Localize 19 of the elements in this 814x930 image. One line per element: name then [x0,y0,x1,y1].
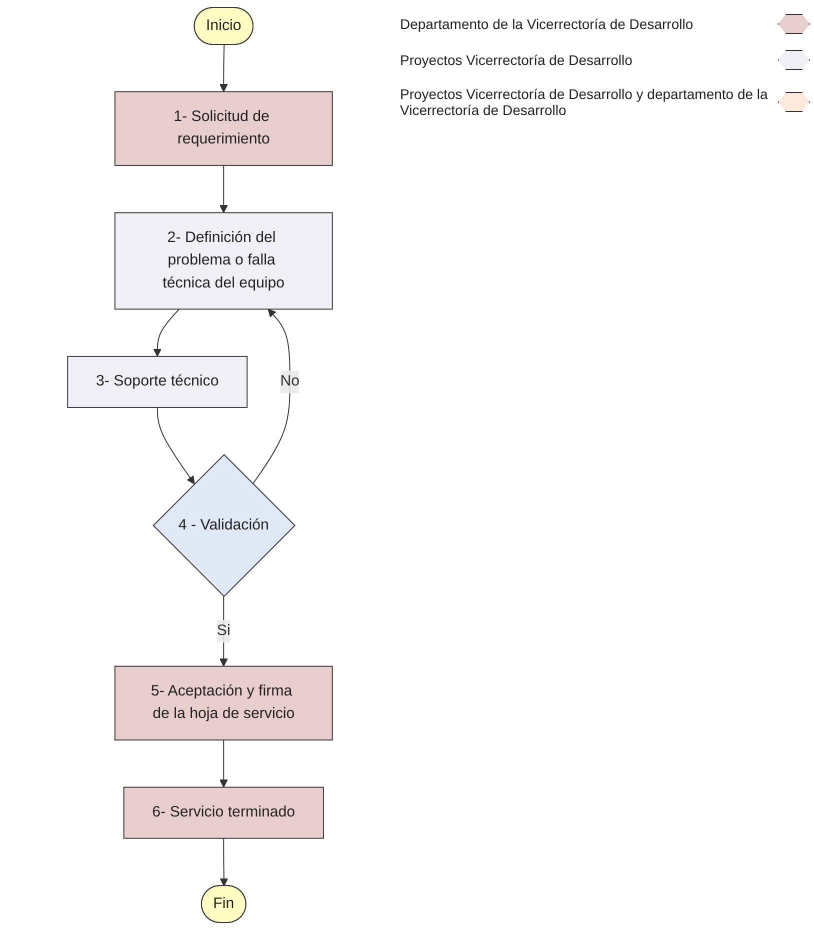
arrow [219,596,228,667]
legend-text: Proyectos Vicerrectoría de Desarrollo y departamento de la Vicerrectoría de Desarrollo [400,86,769,118]
node-box: 2- Definición del problema o falla técnica del equipo [114,212,333,310]
node-diamond: 4 - Validación [152,454,296,597]
arrow [219,164,228,214]
edge-label: No [280,373,300,390]
arrow [153,308,180,357]
arrow [219,740,228,788]
arrow [252,308,290,484]
arrow [219,44,228,92]
node-box: 1- Solicitud de requerimiento [114,91,333,166]
edge-label: Si [216,622,230,639]
node-box: 6- Servicio terminado [123,786,324,839]
legend-text: Proyectos Vicerrectoría de Desarrollo [400,52,632,68]
node-box: 5- Aceptación y firma de la hoja de servicio [114,666,333,740]
arrow [220,838,228,886]
node-box: 3- Soporte técnico [67,356,248,408]
legend-text: Departamento de la Vicerrectoría de Desarrollo [400,16,694,32]
arrow [156,406,195,484]
